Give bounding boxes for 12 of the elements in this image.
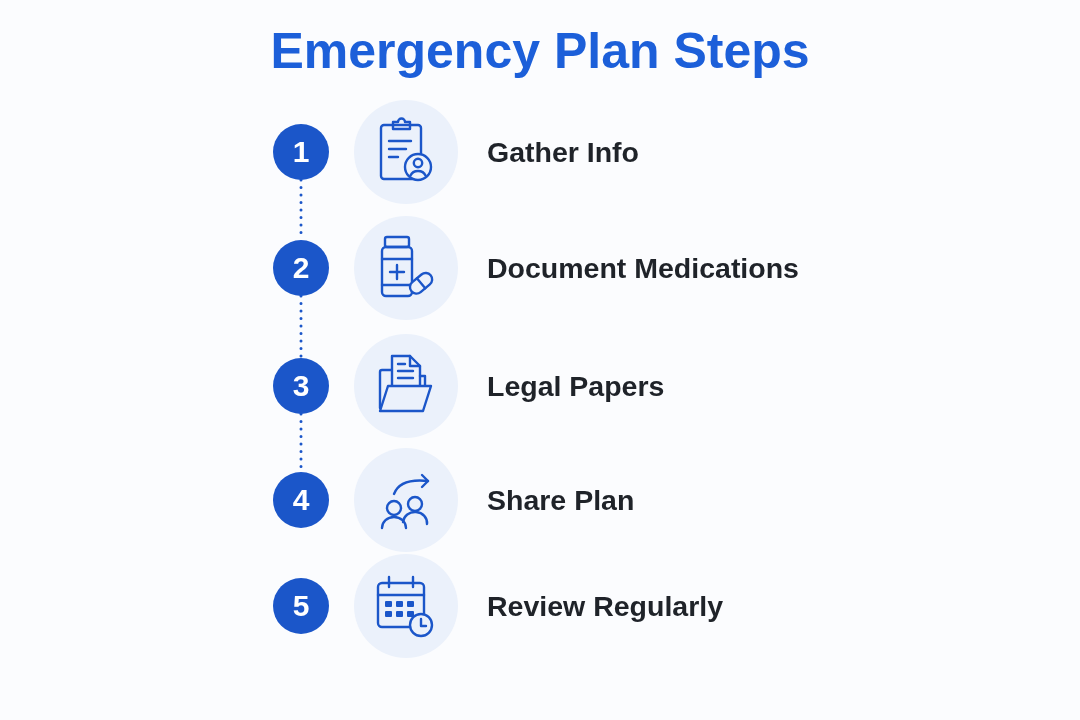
step-title: Share Plan [487,483,635,517]
step-title: Review Regularly [487,589,723,623]
step-number: 1 [273,124,329,180]
step-title: Legal Papers [487,369,665,403]
step-number: 3 [273,358,329,414]
title: Emergency Plan Steps [270,22,810,81]
step-number: 5 [273,578,329,634]
step-number: 2 [273,240,329,296]
dotted-connector [299,294,303,360]
step-number: 4 [273,472,329,528]
step-title: Gather Info [487,135,639,169]
step-title: Document Medications [487,251,799,285]
